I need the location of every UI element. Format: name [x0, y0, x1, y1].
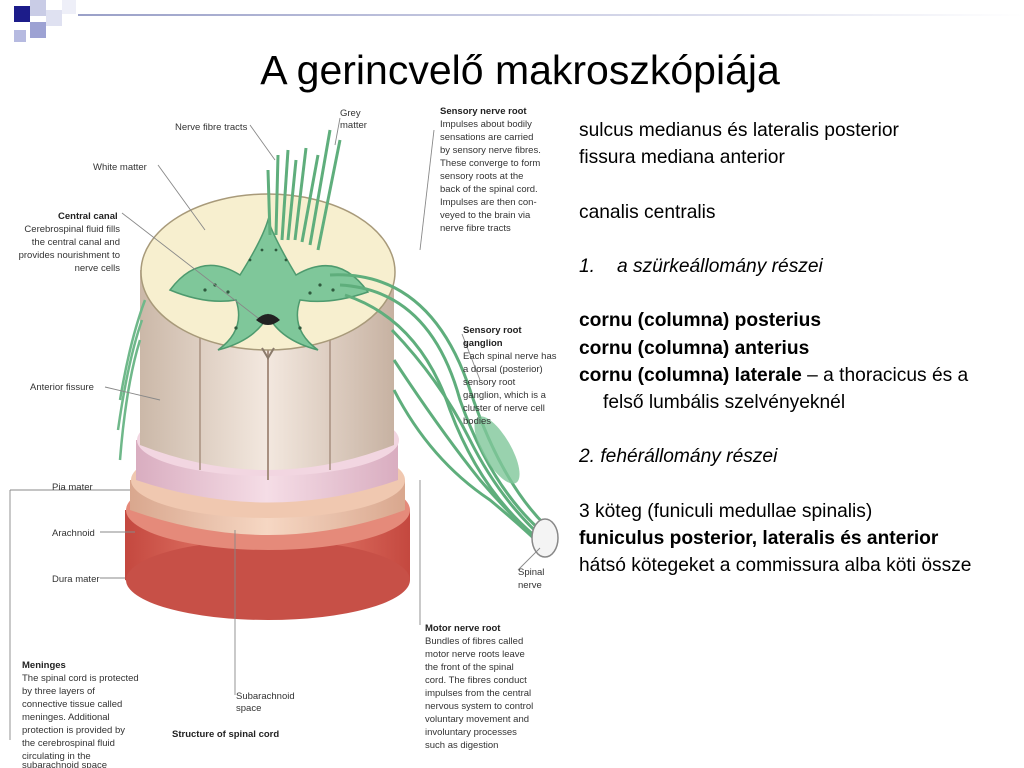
sensory-root-desc-4: These converge to form	[440, 158, 540, 169]
corner-decoration	[0, 0, 76, 42]
label-sensory-nerve-root: Sensory nerve root	[440, 106, 527, 117]
label-nerve-fibre-tracts: Nerve fibre tracts	[175, 122, 248, 133]
motor-root-desc-8: involuntary processes	[425, 727, 517, 738]
motor-root-desc-3: the front of the spinal	[425, 662, 514, 673]
spinal-nerve-cut	[531, 518, 559, 558]
label-pia-mater: Pia mater	[52, 482, 93, 493]
meninges-desc-2: by three layers of	[22, 686, 95, 697]
label-central-canal: Central canal	[58, 211, 118, 222]
text-line-laterale: cornu (columna) laterale – a thoracicus …	[579, 362, 1009, 416]
slide-body-text: sulcus medianus és lateralis posterior f…	[579, 117, 1009, 579]
label-meninges: Meninges	[22, 660, 66, 671]
meninges-desc-4: meninges. Additional	[22, 712, 110, 723]
list-item-grey-matter: 1. a szürkeállomány részei	[579, 253, 1009, 280]
meninges-desc-6: the cerebrospinal fluid	[22, 738, 115, 749]
label-spinal-nerve-1: Spinal	[518, 567, 544, 578]
label-sensory-root-ganglion-1: Sensory root	[463, 325, 522, 336]
slide-title: A gerincvelő makroszkópiája	[260, 47, 780, 93]
meninges-desc-1: The spinal cord is protected	[22, 673, 139, 684]
motor-root-desc-4: cord. The fibres conduct	[425, 675, 527, 686]
label-arachnoid: Arachnoid	[52, 528, 95, 539]
text-laterale-rest: – a thoracicus és a felső lumbális szelv…	[603, 364, 969, 413]
title-rule	[78, 14, 1024, 16]
text-line-commissura: hátsó kötegeket a commissura alba köti ö…	[579, 555, 972, 577]
sensory-root-desc-1: Impulses about bodily	[440, 119, 532, 130]
ganglion-desc-6: bodies	[463, 416, 491, 427]
meninges-desc-7: circulating in the	[22, 751, 91, 762]
label-motor-nerve-root: Motor nerve root	[425, 623, 501, 634]
label-anterior-fissure: Anterior fissure	[30, 382, 94, 393]
label-grey-1: Grey	[340, 108, 361, 119]
text-line-fissura: fissura mediana anterior	[579, 147, 785, 169]
label-white-matter: White matter	[93, 162, 147, 173]
motor-root-desc-7: voluntary movement and	[425, 714, 529, 725]
list-item-white-matter: 2. fehérállomány részei	[579, 446, 778, 468]
text-line-canalis: canalis centralis	[579, 201, 716, 223]
central-canal	[256, 314, 280, 325]
label-subarachnoid-1: Subarachnoid	[236, 691, 295, 702]
ganglion-desc-3: sensory root	[463, 377, 516, 388]
sensory-root-desc-5: sensory roots at the	[440, 171, 523, 182]
motor-root-desc-5: impulses from the central	[425, 688, 531, 699]
text-line-funiculus: funiculus posterior, lateralis és anteri…	[579, 527, 939, 549]
ganglion-desc-5: cluster of nerve cell	[463, 403, 545, 414]
text-line-anterius: cornu (columna) anterius	[579, 337, 810, 359]
label-grey-2: matter	[340, 120, 367, 131]
spinal-cord-figure: Nerve fibre tracts Grey matter White mat…	[0, 100, 570, 768]
spinal-nerve-fibres	[329, 273, 547, 548]
sensory-root-desc-3: by sensory nerve fibres.	[440, 145, 541, 156]
meninges-desc-5: protection is provided by	[22, 725, 125, 736]
ganglion-desc-1: Each spinal nerve has	[463, 351, 557, 362]
label-dura-mater: Dura mater	[52, 574, 100, 585]
meninges-desc-8: subarachnoid space	[22, 760, 107, 768]
label-subarachnoid-2: space	[236, 703, 261, 714]
sensory-root-desc-6: back of the spinal cord.	[440, 184, 538, 195]
ganglion-desc-2: a dorsal (posterior)	[463, 364, 543, 375]
sensory-root-desc-8: veyed to the brain via	[440, 210, 531, 221]
central-canal-desc-2: the central canal and	[32, 237, 120, 248]
motor-root-desc-1: Bundles of fibres called	[425, 636, 523, 647]
motor-root-desc-2: motor nerve roots leave	[425, 649, 525, 660]
sensory-root-desc-7: Impulses are then con-	[440, 197, 537, 208]
central-canal-desc-1: Cerebrospinal fluid fills	[24, 224, 120, 235]
motor-root-desc-6: nervous system to control	[425, 701, 533, 712]
figure-caption: Structure of spinal cord	[172, 729, 279, 740]
list-number-1: 1.	[579, 255, 596, 277]
text-line-koteg: 3 köteg (funiculi medullae spinalis)	[579, 500, 873, 522]
text-line-posterius: cornu (columna) posterius	[579, 310, 821, 332]
sensory-nerve-roots	[266, 129, 342, 251]
text-line-sulcus: sulcus medianus és lateralis posterior	[579, 120, 899, 141]
ganglion-desc-4: ganglion, which is a	[463, 390, 547, 401]
meninges-desc-3: connective tissue called	[22, 699, 122, 710]
list-text-1: a szürkeállomány részei	[617, 255, 823, 277]
sensory-root-desc-2: sensations are carried	[440, 132, 533, 143]
central-canal-desc-4: nerve cells	[75, 263, 121, 274]
grey-matter	[168, 217, 370, 351]
sensory-root-ganglion	[474, 416, 520, 484]
central-canal-desc-3: provides nourishment to	[19, 250, 120, 261]
sensory-root-desc-9: nerve fibre tracts	[440, 223, 511, 234]
motor-root-desc-9: such as digestion	[425, 740, 498, 751]
text-laterale-bold: cornu (columna) laterale	[579, 364, 802, 386]
label-sensory-root-ganglion-2: ganglion	[463, 338, 503, 349]
label-spinal-nerve-2: nerve	[518, 580, 542, 591]
dura-bottom	[126, 540, 410, 620]
spinal-cord-illustration: Nerve fibre tracts Grey matter White mat…	[9, 106, 559, 768]
